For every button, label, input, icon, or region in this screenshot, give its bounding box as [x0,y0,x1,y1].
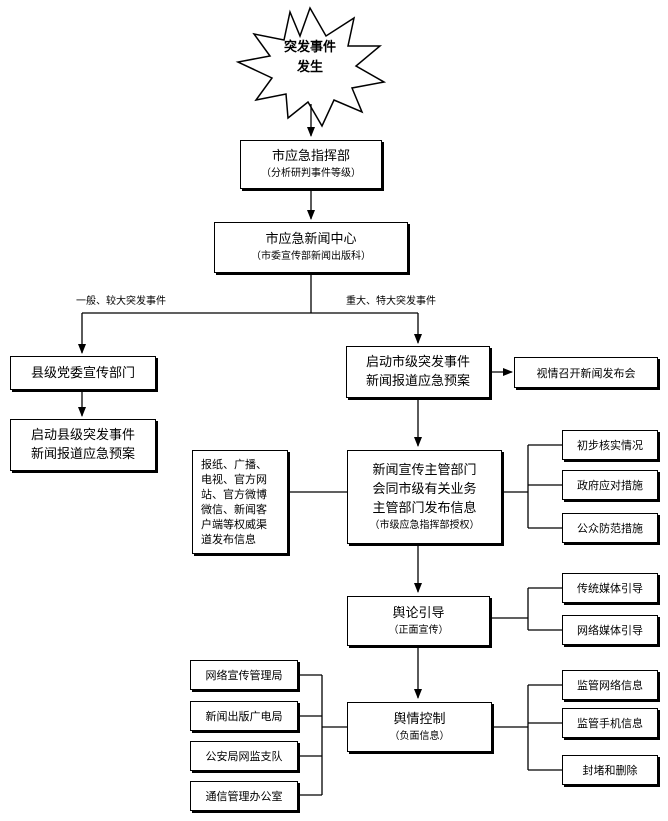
guidance-item-1: 传统媒体引导 [562,573,658,603]
guidance-item-2: 网络媒体引导 [562,615,658,645]
publish-item-3-label: 公众防范措施 [577,522,643,535]
news-center-sub: （市委宣传部新闻出版科） [251,251,371,262]
publish-item-1-label: 初步核实情况 [577,439,643,452]
channels-line6: 道发布信息 [201,533,256,546]
city-plan-line2: 新闻报道应急预案 [365,374,470,389]
control-title: 舆情控制 [393,711,446,727]
event-line2: 发生 [296,60,323,75]
branch-label-right: 重大、特大突发事件 [346,296,436,307]
agency-3: 公安局网监支队 [190,741,298,771]
control-item-2: 监管手机信息 [562,708,658,738]
channels-line5: 户端等权威渠 [201,518,267,531]
control-item-3-label: 封堵和删除 [582,764,638,777]
agency-1: 网络宣传管理局 [190,660,298,690]
guidance-title: 舆论引导 [392,605,445,621]
guidance-sub: （正面宣传） [388,624,449,636]
agency-4: 通信管理办公室 [190,781,298,811]
control-sub: （负面信息） [389,730,450,742]
publish-line1: 新闻宣传主管部门 [372,462,477,478]
county-dept-box: 县级党委宣传部门 [10,356,156,390]
publish-box: 新闻宣传主管部门 会同市级有关业务 主管部门发布信息 （市级应急指挥部授权） [347,450,502,544]
agency-1-label: 网络宣传管理局 [205,669,283,682]
control-item-3: 封堵和删除 [562,755,658,785]
branch-label-left: 一般、较大突发事件 [76,296,166,307]
agency-4-label: 通信管理办公室 [205,790,283,803]
guidance-box: 舆论引导 （正面宣传） [347,596,490,646]
event-line1: 突发事件 [283,40,336,55]
agency-2-label: 新闻出版广电局 [205,710,283,723]
agency-2: 新闻出版广电局 [190,701,298,731]
publish-item-2-label: 政府应对措施 [577,479,643,492]
press-conference-box: 视情召开新闻发布会 [514,357,658,388]
control-item-1-label: 监管网络信息 [577,679,643,692]
channels-line4: 微信、新闻客 [201,503,267,516]
news-center-box: 市应急新闻中心 （市委宣传部新闻出版科） [214,222,408,273]
event-burst-shape [235,6,387,128]
control-item-2-label: 监管手机信息 [577,717,643,730]
command-title: 市应急指挥部 [271,149,350,164]
control-item-1: 监管网络信息 [562,670,658,700]
guidance-item-1-label: 传统媒体引导 [577,582,643,595]
press-conference-label: 视情召开新闻发布会 [536,366,636,380]
channels-line3: 站、官方微博 [201,488,267,501]
news-center-title: 市应急新闻中心 [265,232,357,247]
publish-item-2: 政府应对措施 [562,470,658,500]
publish-line3: 主管部门发布信息 [372,500,477,516]
command-sub: （分析研判事件等级） [261,168,361,179]
command-box: 市应急指挥部 （分析研判事件等级） [240,140,382,189]
channels-line2: 电视、官方网 [201,473,267,486]
agency-3-label: 公安局网监支队 [205,750,283,763]
publish-item-1: 初步核实情况 [562,430,658,460]
county-dept-label: 县级党委宣传部门 [30,365,135,381]
guidance-item-2-label: 网络媒体引导 [577,624,643,637]
county-plan-line1: 启动县级突发事件 [30,428,135,443]
channels-line1: 报纸、广播、 [201,458,267,471]
city-plan-box: 启动市级突发事件 新闻报道应急预案 [346,346,490,398]
control-box: 舆情控制 （负面信息） [347,702,492,752]
county-plan-line2: 新闻报道应急预案 [30,447,135,462]
event-burst: 突发事件 发生 [262,38,358,78]
publish-line2: 会同市级有关业务 [372,481,477,497]
publish-item-3: 公众防范措施 [562,513,658,543]
county-plan-box: 启动县级突发事件 新闻报道应急预案 [10,419,156,471]
channels-box: 报纸、广播、 电视、官方网 站、官方微博 微信、新闻客 户端等权威渠 道发布信息 [192,450,288,554]
city-plan-line1: 启动市级突发事件 [365,355,470,370]
publish-sub: （市级应急指挥部授权） [369,519,480,531]
